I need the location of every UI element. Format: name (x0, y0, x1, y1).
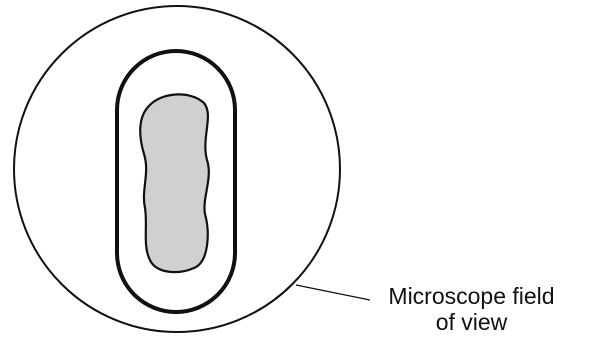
label-line-2: of view (364, 309, 579, 335)
label-line-1: Microscope field (364, 283, 579, 309)
field-of-view-label: Microscope field of view (364, 283, 579, 335)
cell-contents (140, 94, 209, 272)
label-leader-line (296, 285, 370, 300)
